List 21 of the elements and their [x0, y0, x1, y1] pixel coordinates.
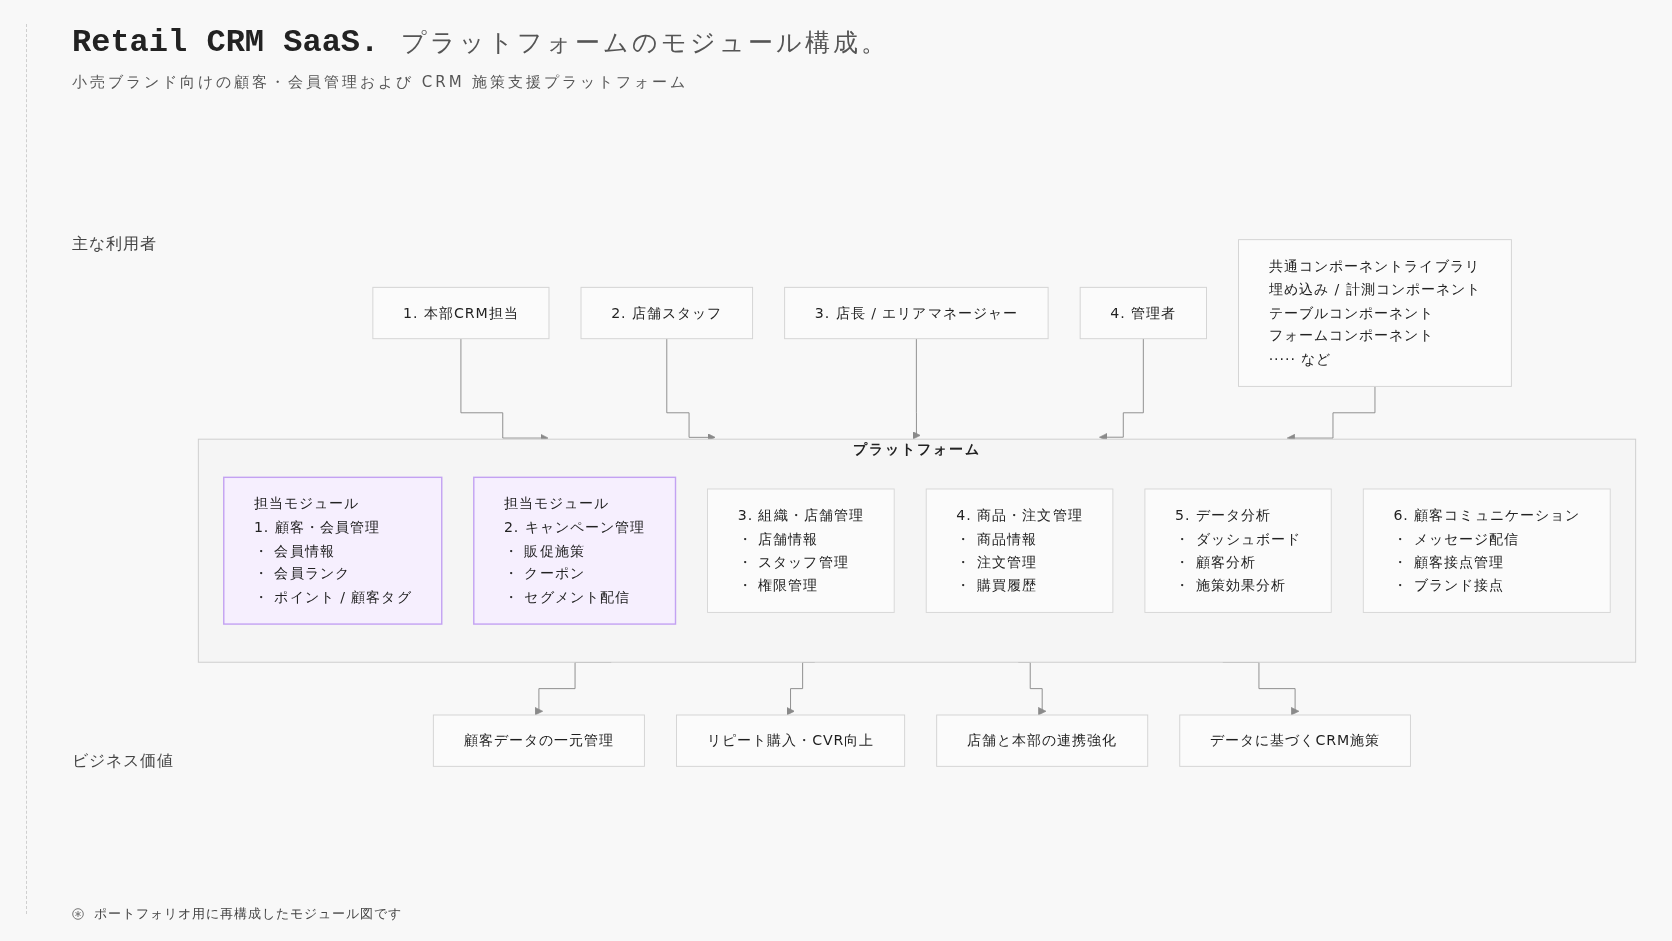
tagline: 小売ブランド向けの顧客・会員管理および CRM 施策支援プラットフォーム [72, 73, 689, 92]
node-box: 担当モジュール 2. キャンペーン管理 ・ 販促施策 ・ クーポン ・ セグメント配信 [473, 476, 677, 625]
node-box: 店舗と本部の連携強化 [936, 714, 1149, 767]
node-box: 5. データ分析 ・ ダッシュボード ・ 顧客分析 ・ 施策効果分析 [1144, 488, 1332, 613]
node-box: 3. 店長 / エリアマネージャー [784, 286, 1049, 339]
node-box: 3. 組織・店舗管理 ・ 店舗情報 ・ スタッフ管理 ・ 権限管理 [707, 488, 895, 613]
title: Retail CRM SaaS. [72, 24, 380, 61]
section-label: ビジネス価値 [72, 750, 174, 772]
node-box: 6. 顧客コミュニケーション ・ メッセージ配信 ・ 顧客接点管理 ・ ブランド接点 [1362, 488, 1611, 613]
node-box: 共通コンポーネントライブラリ 埋め込み / 計測コンポーネント テーブルコンポーネント フォームコンポーネント ····· など [1238, 238, 1512, 387]
node-box: 2. 店舗スタッフ [580, 286, 754, 339]
node-box: リピート購入・CVR向上 [676, 714, 906, 767]
node-box: 担当モジュール 1. 顧客・会員管理 ・ 会員情報 ・ 会員ランク ・ ポイント / 顧客タグ [223, 476, 443, 625]
node-box: データに基づくCRM施策 [1179, 714, 1411, 767]
node-box: 4. 管理者 [1079, 286, 1207, 339]
caption: ポートフォリオ用に再構成したモジュール図です [94, 905, 402, 923]
section-label: 主な利用者 [72, 233, 157, 255]
node-box: 4. 商品・注文管理 ・ 商品情報 ・ 注文管理 ・ 購買履歴 [925, 488, 1114, 613]
subtitle: プラットフォームのモジュール構成。 [401, 29, 890, 59]
node-box: 顧客データの一元管理 [432, 714, 645, 767]
node-box: 1. 本部CRM担当 [372, 286, 550, 339]
